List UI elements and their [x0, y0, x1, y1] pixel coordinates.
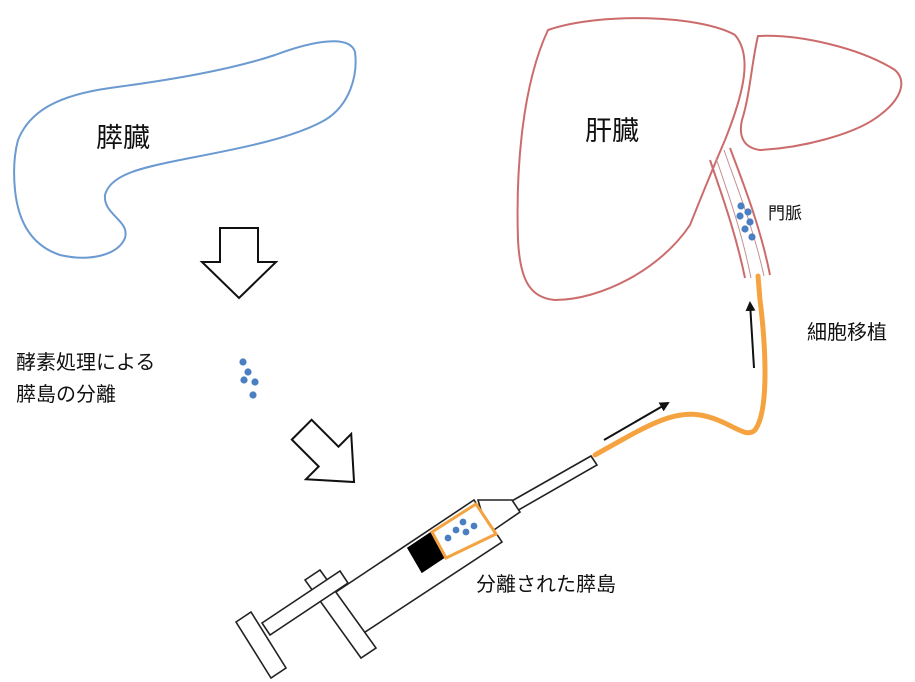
portal-vein-lumen-left — [715, 157, 752, 279]
pancreas-outline — [13, 40, 357, 259]
upward-arrow-icon — [745, 301, 756, 369]
syringe — [234, 454, 599, 680]
down-arrow-icon — [199, 227, 279, 300]
portal-vein-label: 門脈 — [768, 204, 802, 224]
isolation-label-line1: 酵素処理による — [16, 350, 156, 374]
syringe-islets — [444, 518, 478, 542]
syringe-needle — [508, 454, 599, 514]
liver-right-lobe — [740, 34, 903, 152]
diagonal-arrow-icon — [290, 418, 356, 484]
isolation-label-line2: 膵島の分離 — [16, 382, 116, 406]
transplant-label: 細胞移植 — [807, 320, 887, 344]
portal-vein-islets — [736, 202, 756, 241]
isolated-islets-cluster — [239, 358, 259, 399]
syringe-plunger-rod — [260, 569, 350, 637]
portal-vein-right-wall — [729, 147, 771, 276]
portal-vein-lumen-right — [723, 149, 765, 277]
liver-outline — [516, 17, 746, 302]
isolated-islets-label: 分離された膵島 — [476, 572, 616, 596]
flow-arrow-icon — [603, 401, 670, 441]
liver-label: 肝臓 — [585, 116, 639, 147]
catheter-tube — [592, 273, 768, 458]
portal-vein-left-wall — [709, 159, 746, 279]
pancreas-label: 膵臓 — [96, 123, 150, 154]
syringe-thumb-rest — [234, 610, 288, 680]
